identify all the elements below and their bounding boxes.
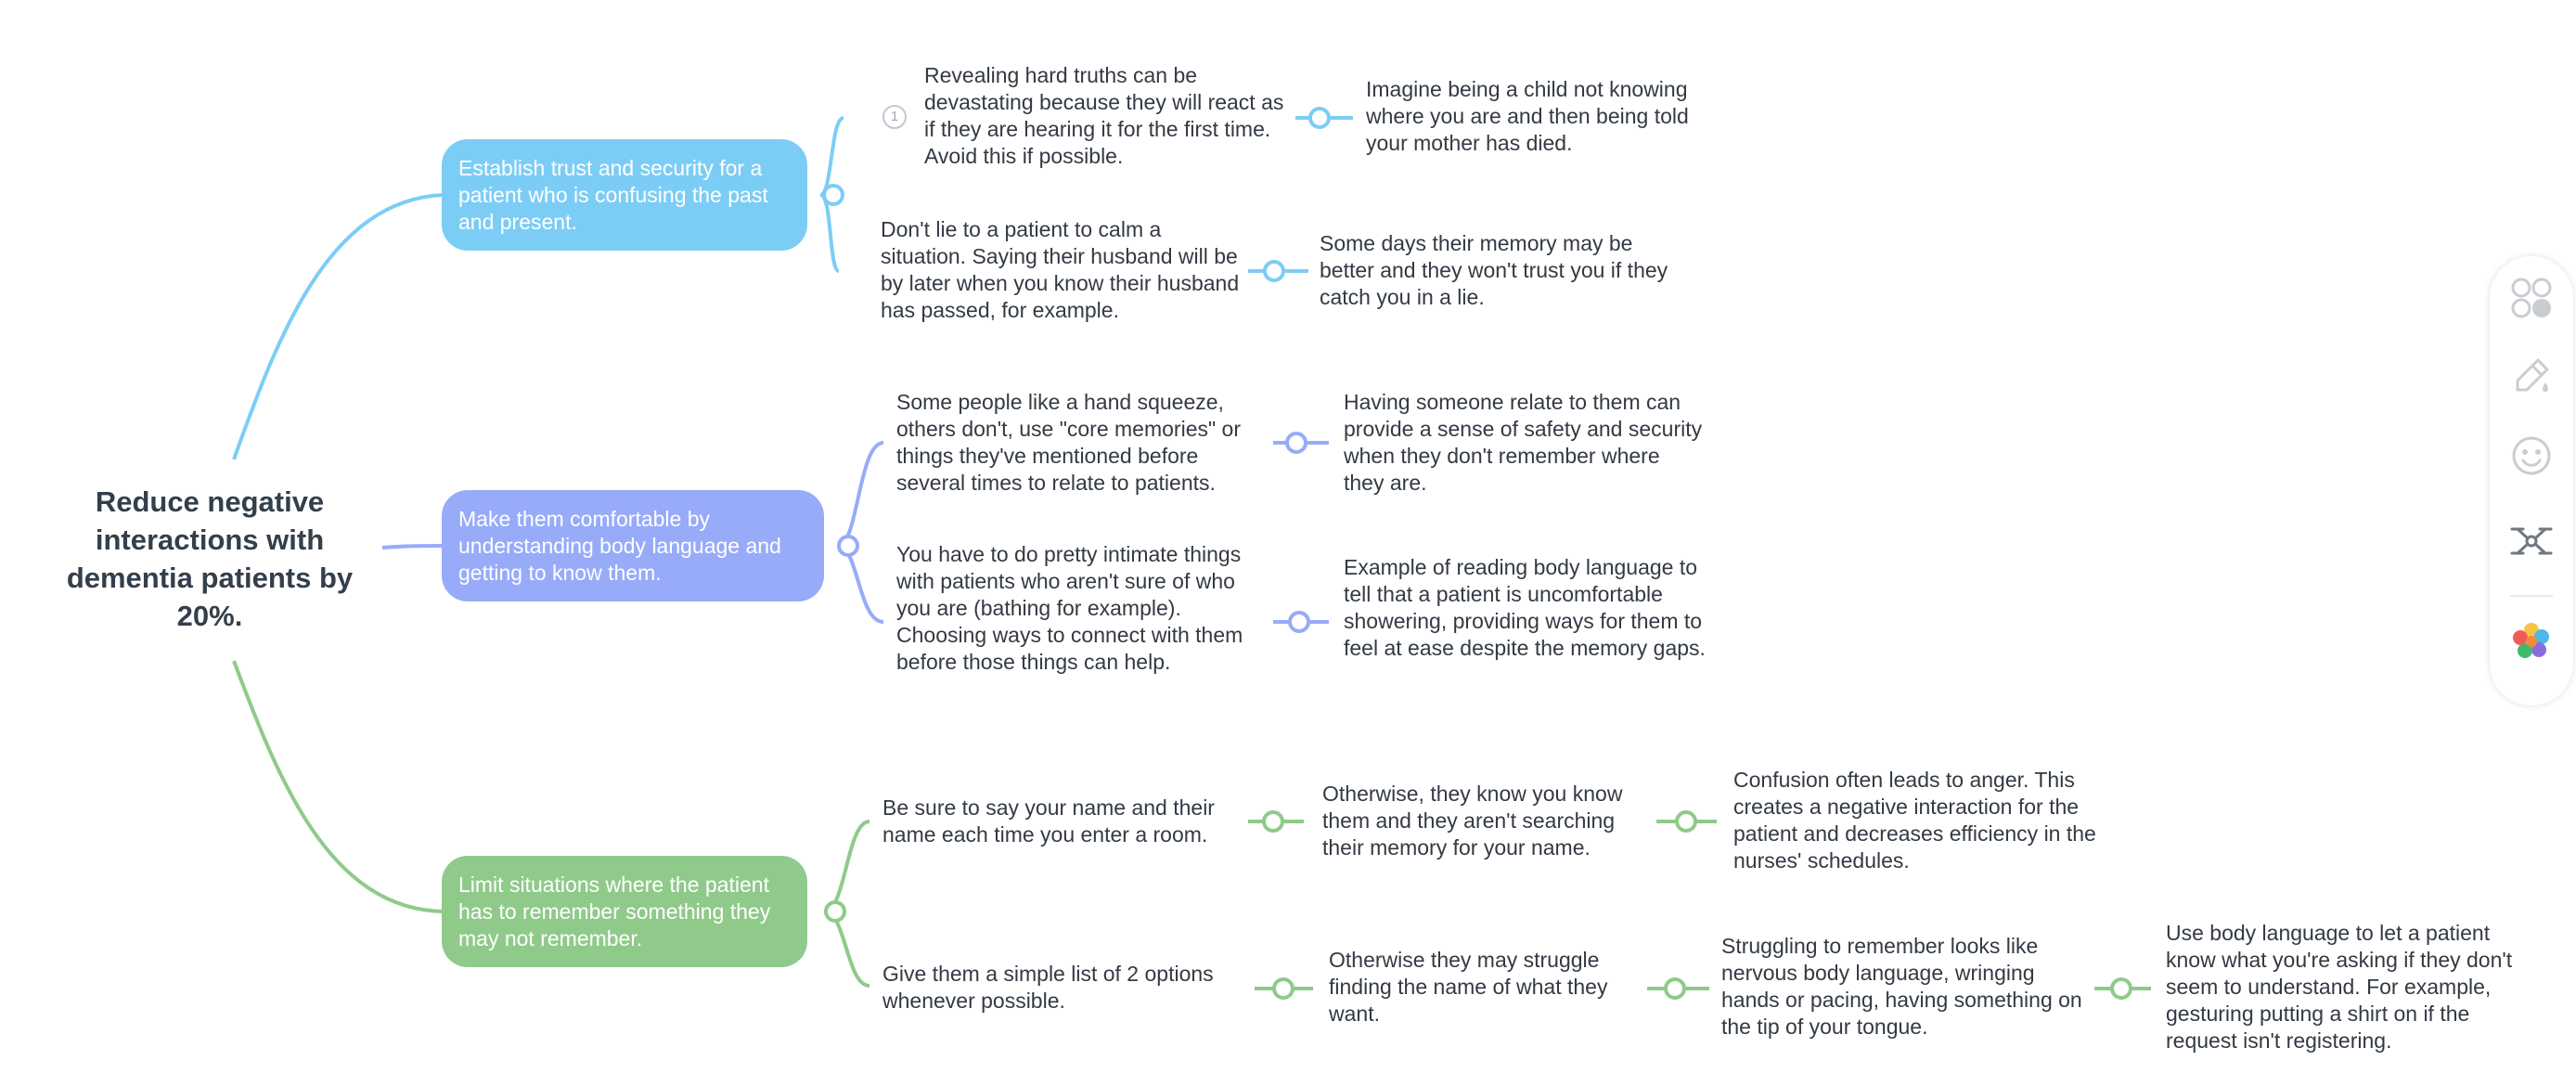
subtopic[interactable]: Example of reading body language to tell… xyxy=(1344,555,1706,660)
number-badge-icon: 1 xyxy=(882,105,907,129)
theme-colors-icon[interactable] xyxy=(2508,618,2555,665)
branch-topic-label: Limit situations where the patient has t… xyxy=(458,872,771,950)
subtopic[interactable]: Use body language to let a patient know … xyxy=(2166,921,2513,1053)
branch-topic-label: Establish trust and security for a patie… xyxy=(458,155,768,234)
structure-icon[interactable] xyxy=(2508,518,2555,564)
subtopic[interactable]: Otherwise they may struggle finding the … xyxy=(1329,948,1608,1026)
layout-icon[interactable] xyxy=(2508,275,2555,321)
subtopic[interactable]: You have to do pretty intimate things wi… xyxy=(896,542,1243,674)
toolbar-divider xyxy=(2510,595,2553,597)
subtopic[interactable]: Some days their memory may be better and… xyxy=(1320,231,1668,309)
format-toolbar xyxy=(2490,256,2573,705)
subtopic[interactable]: Having someone relate to them can provid… xyxy=(1344,390,1703,495)
branch-topic-limit[interactable]: Limit situations where the patient has t… xyxy=(442,856,807,967)
subtopic[interactable]: Don't lie to a patient to calm a situati… xyxy=(881,217,1240,322)
subtopic[interactable]: Struggling to remember looks like nervou… xyxy=(1721,934,2082,1039)
sticker-icon[interactable] xyxy=(2508,433,2555,479)
subtopic[interactable]: Revealing hard truths can be devastating… xyxy=(924,63,1284,168)
subtopic[interactable]: Imagine being a child not knowing where … xyxy=(1366,77,1689,155)
subtopic[interactable]: Be sure to say your name and their name … xyxy=(882,795,1215,847)
branch-topic-trust[interactable]: Establish trust and security for a patie… xyxy=(442,139,807,251)
subtopic[interactable]: Some people like a hand squeeze, others … xyxy=(896,390,1241,495)
subtopic[interactable]: Otherwise, they know you know them and t… xyxy=(1322,782,1623,860)
subtopic[interactable]: Give them a simple list of 2 options whe… xyxy=(882,962,1214,1013)
branch-topic-label: Make them comfortable by understanding b… xyxy=(458,506,781,585)
subtopic[interactable]: Confusion often leads to anger. This cre… xyxy=(1733,768,2096,873)
format-paint-icon[interactable] xyxy=(2508,353,2555,399)
branch-topic-comfort[interactable]: Make them comfortable by understanding b… xyxy=(442,490,824,601)
central-topic[interactable]: Reduce negative interactions with dement… xyxy=(66,485,354,632)
